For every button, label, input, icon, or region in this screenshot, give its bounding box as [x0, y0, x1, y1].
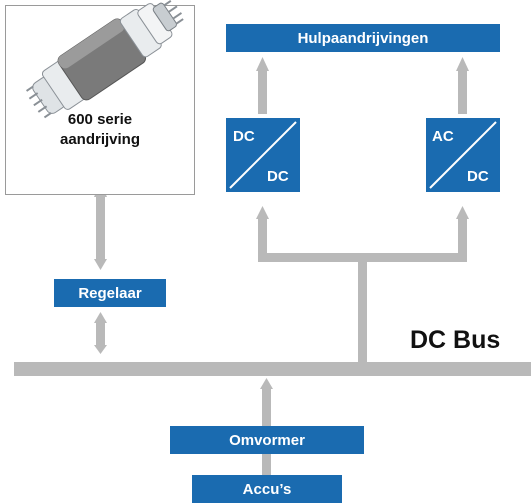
bus-inverter-arrow	[260, 378, 273, 389]
dc-bus-label: DC Bus	[410, 326, 501, 354]
inverter-battery-link	[262, 454, 271, 476]
auxiliary-drives-box: Hulpaandrijvingen	[226, 24, 500, 52]
dcdc-to-aux-arrow	[256, 57, 269, 71]
auxiliary-drives-label: Hulpaandrijvingen	[297, 29, 429, 47]
bus-riser	[358, 258, 367, 362]
converter-branch	[258, 253, 467, 262]
controller-motor-link	[96, 196, 105, 260]
acdc-to-aux-arrow	[456, 57, 469, 71]
acdc-feed-arrow	[456, 206, 469, 219]
motor-caption: 600 serie aandrijving	[5, 110, 195, 150]
dcdc-converter-bottom: DC	[267, 168, 289, 185]
bus-inverter-link	[262, 388, 271, 426]
battery-label: Accu’s	[242, 480, 292, 498]
controller-motor-arrow-down	[94, 259, 107, 270]
controller-bus-link	[96, 322, 105, 346]
dcdc-to-aux	[258, 70, 267, 114]
inverter-box: Omvormer	[170, 426, 364, 454]
acdc-converter-top: AC	[432, 128, 454, 145]
controller-bus-arrow-down	[94, 345, 107, 354]
controller-bus-arrow-up	[94, 312, 107, 323]
acdc-converter-bottom: DC	[467, 168, 489, 185]
battery-box: Accu’s	[192, 475, 342, 503]
dc-bus-bar	[14, 362, 531, 376]
controller-label: Regelaar	[78, 284, 142, 302]
dcdc-feed	[258, 218, 267, 258]
motor-caption-line2: aandrijving	[59, 131, 141, 148]
dcdc-feed-arrow	[256, 206, 269, 219]
dcdc-converter-top: DC	[233, 128, 255, 145]
controller-box: Regelaar	[54, 279, 166, 307]
acdc-to-aux	[458, 70, 467, 114]
inverter-label: Omvormer	[229, 431, 305, 449]
acdc-feed	[458, 218, 467, 258]
motor-caption-line1: 600 serie	[67, 111, 133, 128]
